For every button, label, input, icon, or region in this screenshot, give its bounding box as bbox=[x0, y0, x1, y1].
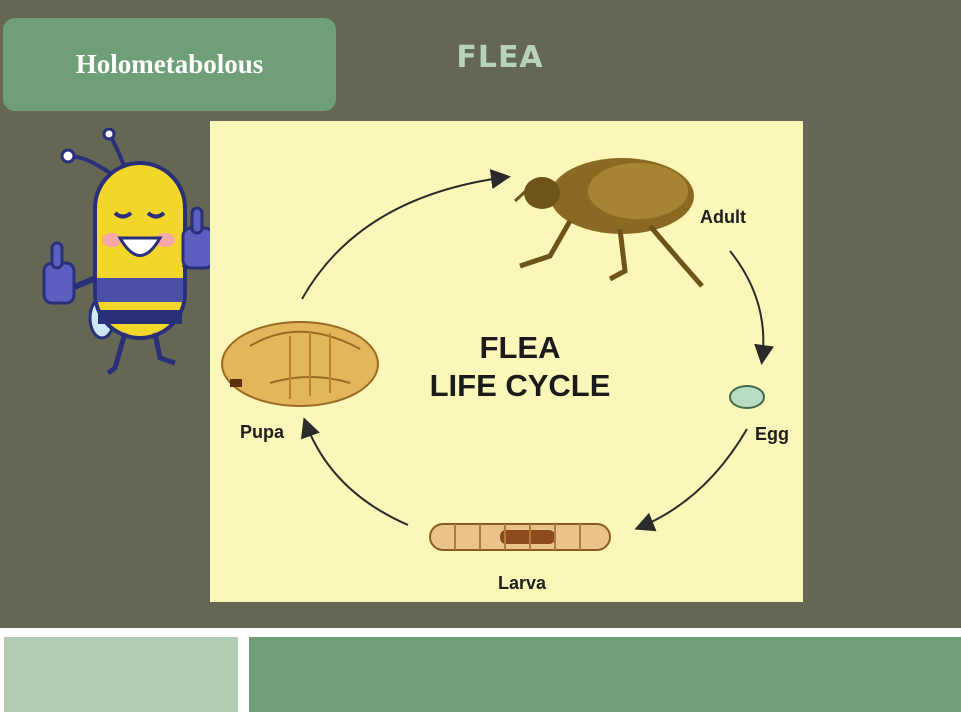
pupa-icon bbox=[222, 322, 378, 406]
diagram-title-line1: FLEA bbox=[415, 329, 625, 367]
flea-life-cycle-diagram: FLEA LIFE CYCLE Adult Egg Larva Pupa bbox=[210, 121, 803, 602]
diagram-title: FLEA LIFE CYCLE bbox=[415, 329, 625, 405]
egg-icon bbox=[730, 386, 764, 408]
arrow-adult-to-egg bbox=[730, 251, 763, 361]
badge-label: Holometabolous bbox=[76, 49, 264, 80]
arrow-egg-to-larva bbox=[638, 429, 747, 528]
diagram-title-line2: LIFE CYCLE bbox=[415, 367, 625, 405]
footer-left-block bbox=[4, 637, 238, 712]
larva-icon bbox=[430, 524, 610, 550]
slide-background: Holometabolous FLEA bbox=[0, 0, 961, 628]
holometabolous-badge: Holometabolous bbox=[3, 18, 336, 111]
bee-mascot-icon bbox=[40, 128, 215, 388]
stage-label-larva: Larva bbox=[498, 573, 546, 594]
slide-title: FLEA bbox=[440, 40, 560, 75]
adult-flea-icon bbox=[515, 158, 702, 286]
footer-right-block bbox=[249, 637, 961, 712]
arrow-pupa-to-adult bbox=[302, 177, 507, 299]
stage-label-adult: Adult bbox=[700, 207, 746, 228]
stage-label-egg: Egg bbox=[755, 424, 789, 445]
stage-label-pupa: Pupa bbox=[240, 422, 284, 443]
arrow-larva-to-pupa bbox=[305, 421, 408, 525]
